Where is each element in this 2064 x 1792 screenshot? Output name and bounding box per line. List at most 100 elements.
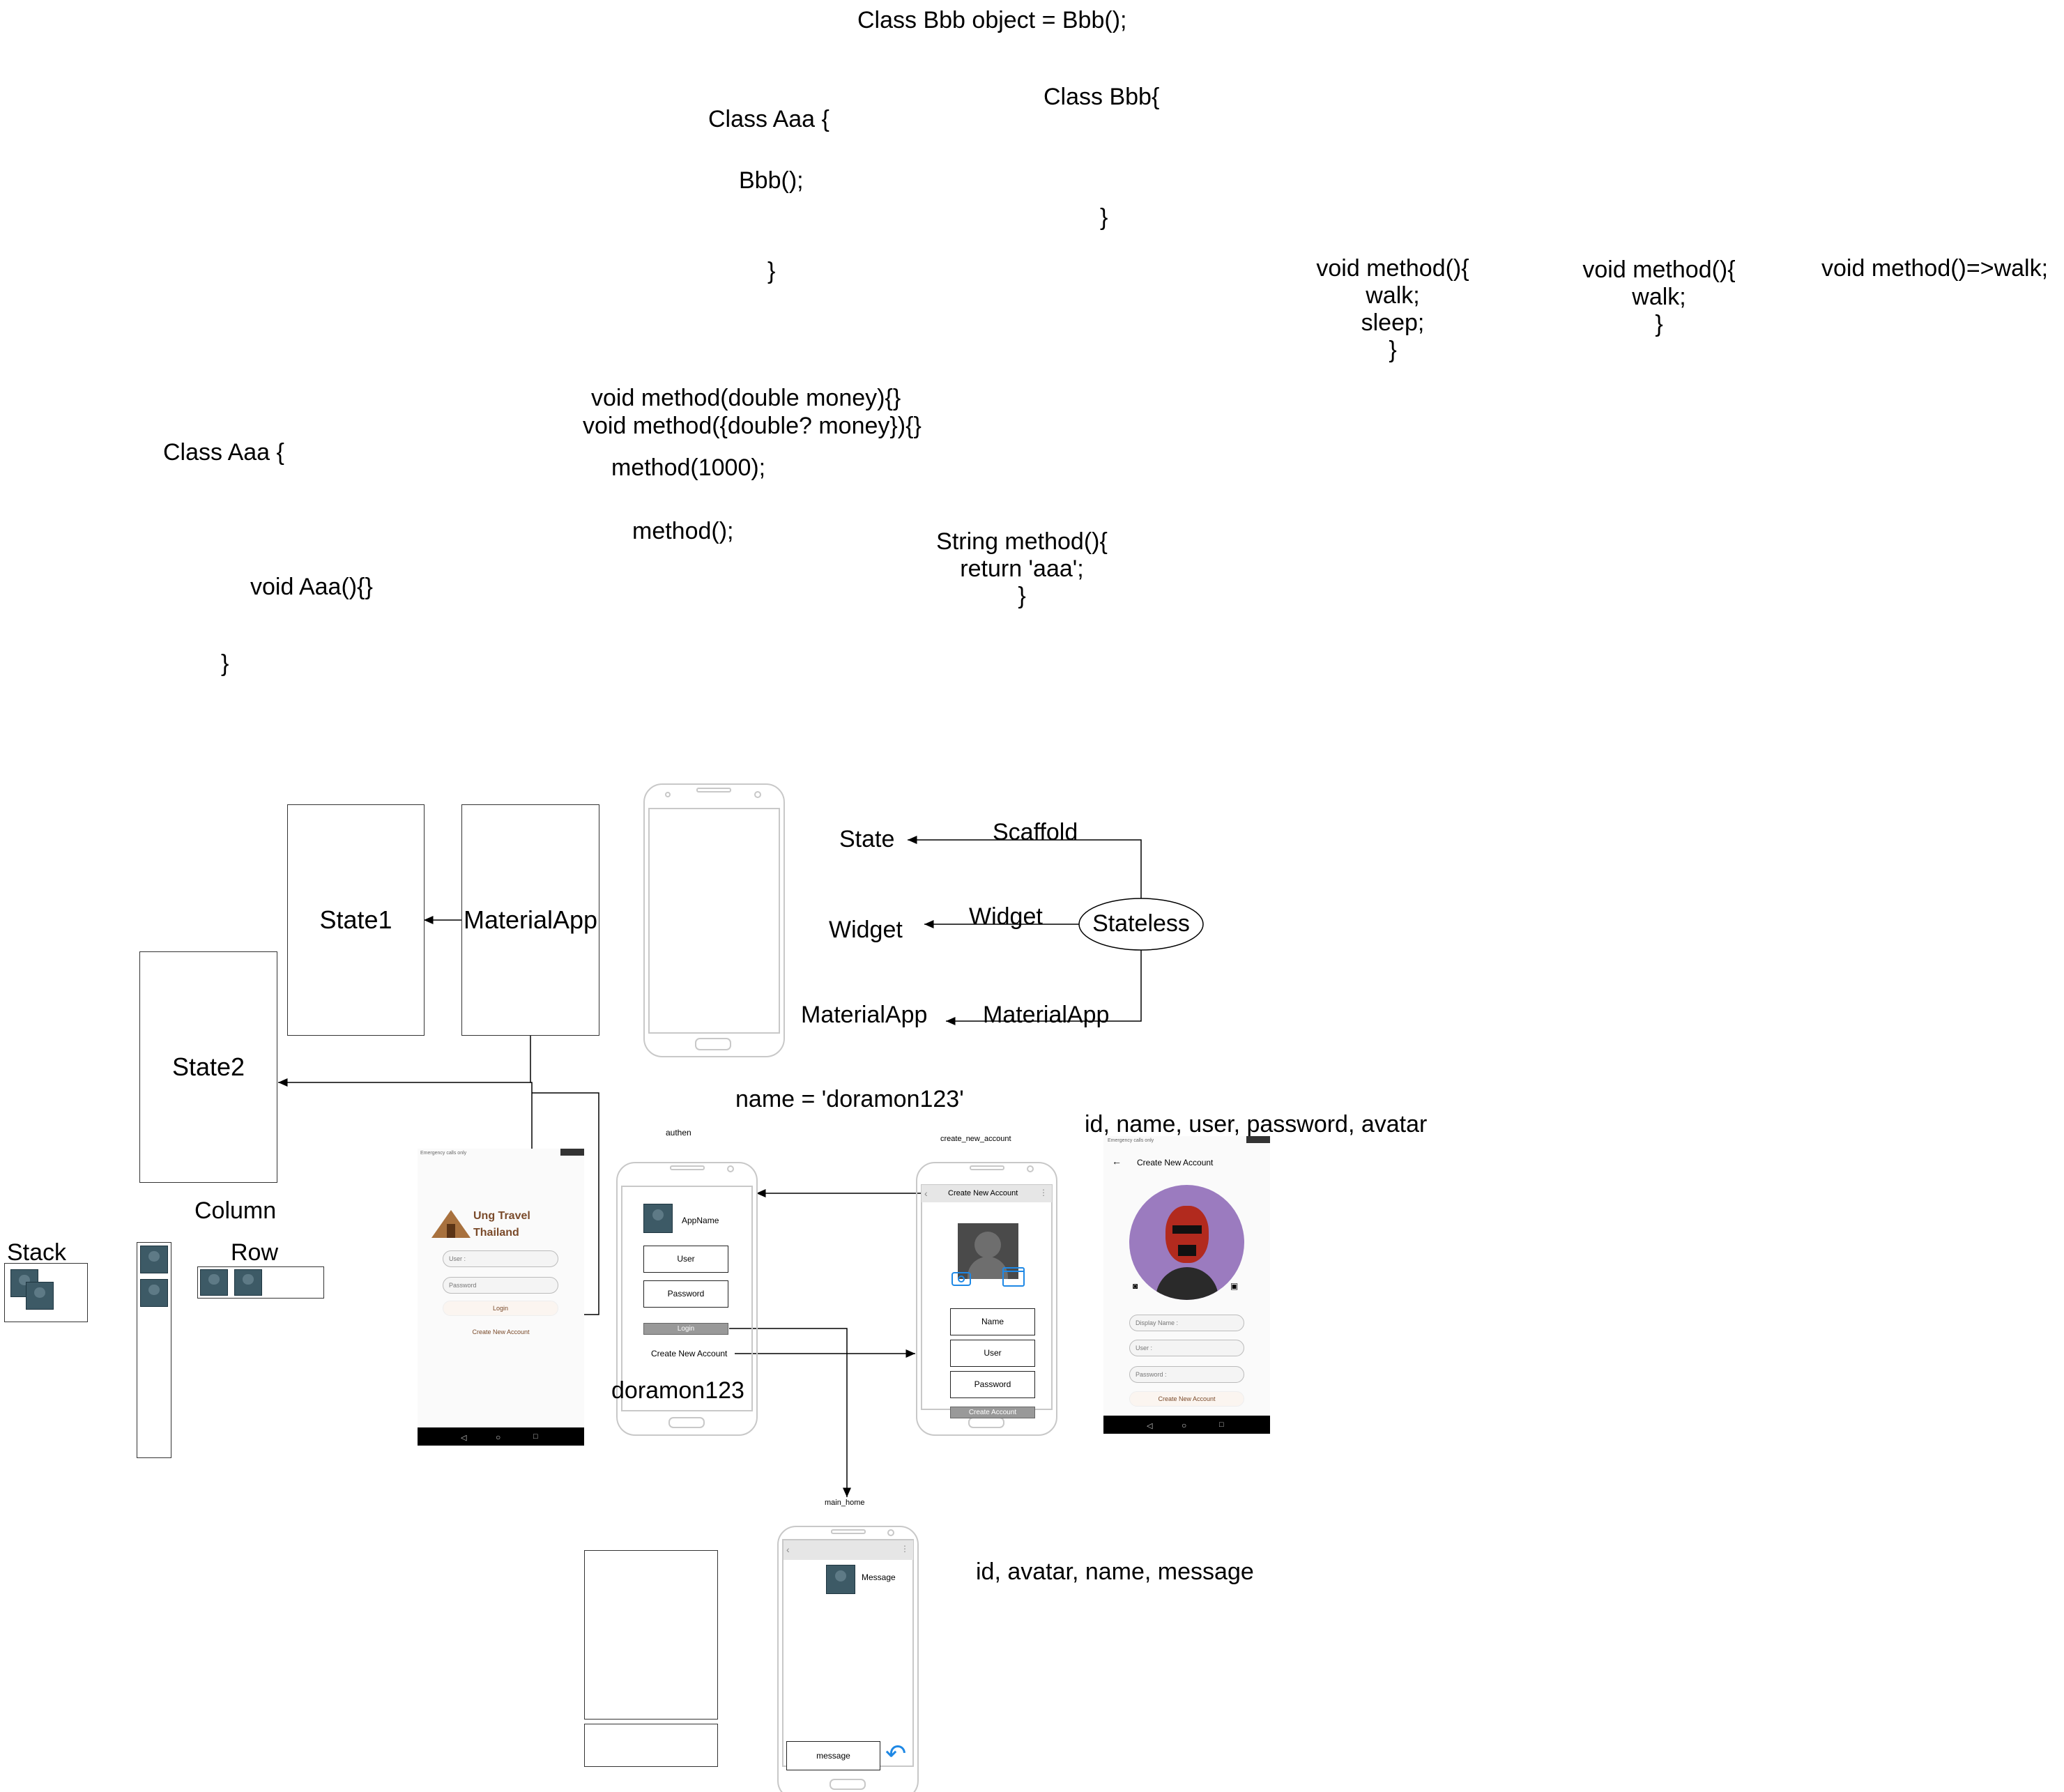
login-status-text: Emergency calls only [420, 1151, 467, 1156]
connector-login-bracket [532, 1092, 599, 1315]
create-screen-mock: Emergency calls only ← Create New Accoun… [1103, 1136, 1270, 1434]
widget-label-2: Widget [969, 903, 1043, 930]
phone-outline-top [643, 783, 785, 1057]
column-box [137, 1242, 171, 1458]
tent-door [447, 1224, 455, 1238]
empty-box-small [584, 1724, 718, 1767]
class-aaa-open-text: Class Aaa { [163, 439, 284, 466]
authen-caption: authen [666, 1128, 691, 1138]
bbb-call-text: Bbb(); [739, 167, 804, 194]
row-box [197, 1266, 324, 1299]
android-nav-bar: ◁ ○ □ [1103, 1416, 1270, 1434]
create-status-text: Emergency calls only [1108, 1138, 1154, 1143]
login-user-input[interactable]: User : [443, 1250, 558, 1267]
avatar-placeholder [958, 1223, 1018, 1279]
code-line: sleep; [1361, 309, 1425, 337]
stateless-label: Stateless [1092, 910, 1190, 937]
authen-logo [643, 1204, 673, 1233]
doramon-text: doramon123 [611, 1377, 744, 1404]
menu-dots-icon[interactable]: ⋮ [901, 1544, 909, 1554]
scaffold-label: Scaffold [993, 819, 1078, 845]
camera-icon[interactable] [951, 1272, 971, 1286]
back-chevron-icon[interactable]: ‹ [786, 1544, 790, 1555]
row-image-2 [234, 1269, 262, 1296]
state1-box: State1 [287, 804, 425, 1036]
authen-login-button[interactable]: Login [643, 1323, 728, 1335]
empty-box-large [584, 1550, 718, 1720]
code-line: walk; [1366, 282, 1420, 309]
create-account-button[interactable]: Create Account [950, 1407, 1035, 1418]
method-named-double-text: void method({double? money}){} [583, 413, 922, 439]
class-aaa-close-text: } [221, 650, 229, 677]
connector-stateless-materialapp [946, 948, 1142, 1025]
class-aaa-top-close-text: } [767, 258, 776, 284]
avatar-image [1129, 1185, 1244, 1300]
code-line: String method(){ [936, 528, 1108, 555]
authen-password-field[interactable]: Password [643, 1280, 728, 1308]
state2-box: State2 [139, 951, 277, 1183]
row-label: Row [231, 1239, 279, 1266]
stack-image-2 [26, 1282, 54, 1310]
gallery-icon[interactable] [1002, 1267, 1025, 1287]
void-aaa-text: void Aaa(){} [250, 574, 373, 600]
stack-box [4, 1263, 88, 1322]
create-appbar-title: Create New Account [948, 1189, 1018, 1197]
name-assign-text: name = 'doramon123' [735, 1086, 964, 1112]
connector-materialapp-state2 [278, 1036, 531, 1087]
camera-icon[interactable]: ◙ [1133, 1281, 1138, 1291]
stack-label: Stack [7, 1239, 67, 1266]
message-fields-text: id, avatar, name, message [976, 1559, 1254, 1585]
materialapp-label-right: MaterialApp [983, 1002, 1110, 1028]
column-image-1 [140, 1246, 168, 1273]
code-line: } [1018, 583, 1026, 610]
authen-create-link[interactable]: Create New Account [651, 1349, 728, 1358]
column-image-2 [140, 1279, 168, 1307]
authen-app-name: AppName [682, 1216, 719, 1225]
reply-send-icon[interactable]: ↶ [885, 1739, 907, 1768]
nav-back-icon: ◁ [461, 1434, 467, 1442]
stateless-ellipse [1078, 898, 1204, 951]
message-avatar [826, 1565, 855, 1594]
back-chevron-icon[interactable]: ‹ [924, 1188, 928, 1199]
code-line: void method(){ [1316, 255, 1469, 282]
mainhome-caption: main_home [825, 1499, 865, 1507]
authen-user-field[interactable]: User [643, 1246, 728, 1273]
back-arrow-icon[interactable]: ← [1112, 1156, 1122, 1167]
widget-label: Widget [829, 917, 903, 943]
nav-home-icon: ○ [1182, 1420, 1187, 1430]
message-input[interactable]: message [786, 1741, 880, 1770]
state-label: State [839, 826, 895, 852]
account-fields-text: id, name, user, password, avatar [1085, 1111, 1428, 1138]
class-aaa-top-open-text: Class Aaa { [708, 106, 830, 132]
login-password-input[interactable]: Password [443, 1277, 558, 1294]
display-name-input[interactable]: Display Name : [1129, 1315, 1244, 1331]
create-name-field[interactable]: Name [950, 1308, 1035, 1335]
user-input[interactable]: User : [1129, 1340, 1244, 1356]
connector-login-mainhome [729, 1328, 851, 1497]
nav-recent-icon: □ [533, 1432, 538, 1441]
create-new-account-button[interactable]: Create New Account [1129, 1391, 1244, 1407]
void-method-walk: void method(){ walk; } [1561, 256, 1757, 338]
code-line: } [1655, 311, 1663, 338]
create-user-field[interactable]: User [950, 1340, 1035, 1367]
login-screen-mock: Emergency calls only Ung Travel Thailand… [418, 1149, 584, 1446]
nav-back-icon: ◁ [1147, 1422, 1153, 1430]
method-call-empty-text: method(); [632, 518, 734, 544]
login-button[interactable]: Login [443, 1301, 558, 1316]
nav-home-icon: ○ [496, 1432, 501, 1442]
gallery-icon[interactable]: ▣ [1230, 1281, 1239, 1291]
menu-dots-icon[interactable]: ⋮ [1039, 1188, 1048, 1197]
materialapp-label-left: MaterialApp [801, 1002, 928, 1028]
message-label: Message [862, 1572, 896, 1582]
materialapp-label: MaterialApp [463, 905, 598, 934]
login-create-link[interactable]: Create New Account [472, 1328, 530, 1335]
code-line: void method(){ [1582, 256, 1736, 283]
class-bbb-object-text: Class Bbb object = Bbb(); [857, 7, 1127, 33]
android-nav-bar: ◁ ○ □ [418, 1427, 584, 1446]
password-input[interactable]: Password : [1129, 1366, 1244, 1383]
connector-materialapp-login [530, 1082, 533, 1149]
void-method-arrow-text: void method()=>walk; [1821, 255, 2049, 282]
create-password-field[interactable]: Password [950, 1371, 1035, 1398]
code-line: return 'aaa'; [960, 556, 1084, 583]
